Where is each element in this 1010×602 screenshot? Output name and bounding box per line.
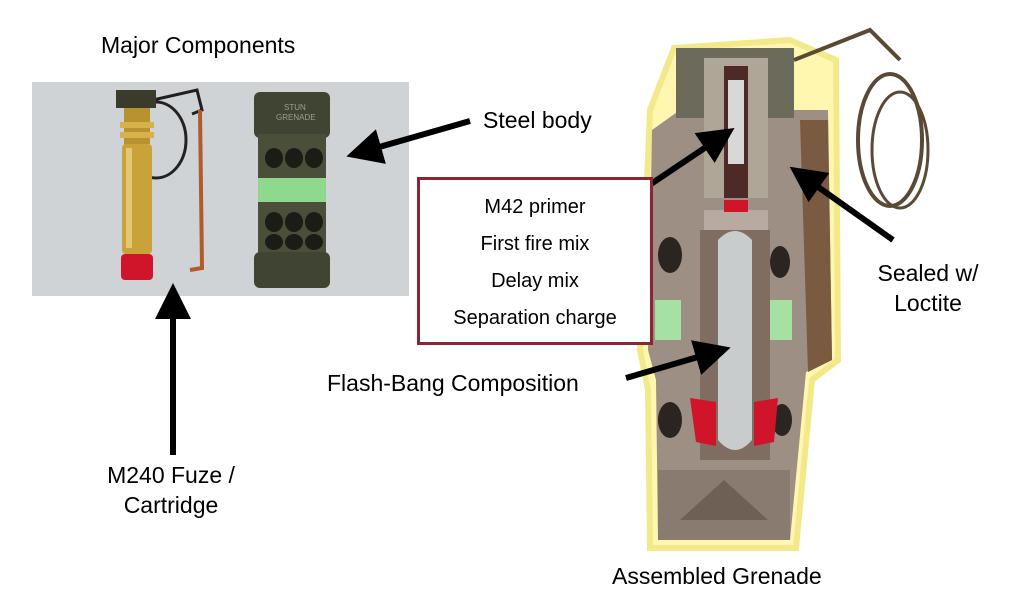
label-fuze-line1: M240 Fuze / — [107, 462, 235, 488]
arrow-sealed — [789, 166, 895, 243]
label-sealed: Sealed w/ Loctite — [862, 258, 994, 318]
label-steel-body: Steel body — [483, 107, 592, 133]
info-item-delay: Delay mix — [491, 270, 579, 292]
fuze-illustration — [116, 88, 205, 280]
label-fuze-line2: Cartridge — [123, 492, 219, 518]
label-fuze: M240 Fuze / Cartridge — [96, 460, 246, 520]
label-sealed-line1: Sealed w/ — [877, 260, 979, 286]
body-stamp-line1: STUN — [284, 103, 306, 112]
steel-body-illustration: STUN GRENADE — [254, 92, 330, 288]
info-item-primer: M42 primer — [484, 196, 586, 218]
label-sealed-line2: Loctite — [894, 290, 962, 316]
primer-info-box: M42 primer First fire mix Delay mix Sepa… — [417, 177, 653, 345]
arrow-flash-bang — [625, 340, 731, 381]
label-flash-bang: Flash-Bang Composition — [327, 370, 579, 396]
components-photo: STUN GRENADE — [32, 82, 409, 296]
body-stamp-line2: GRENADE — [276, 113, 316, 122]
arrow-steel-body — [346, 118, 471, 164]
components-illustration: STUN GRENADE — [116, 88, 330, 288]
title-major-components: Major Components — [101, 32, 296, 58]
info-item-separation: Separation charge — [453, 307, 617, 329]
label-assembled-grenade: Assembled Grenade — [612, 563, 822, 589]
info-item-first-fire: First fire mix — [480, 233, 590, 255]
arrow-primer — [646, 127, 735, 189]
